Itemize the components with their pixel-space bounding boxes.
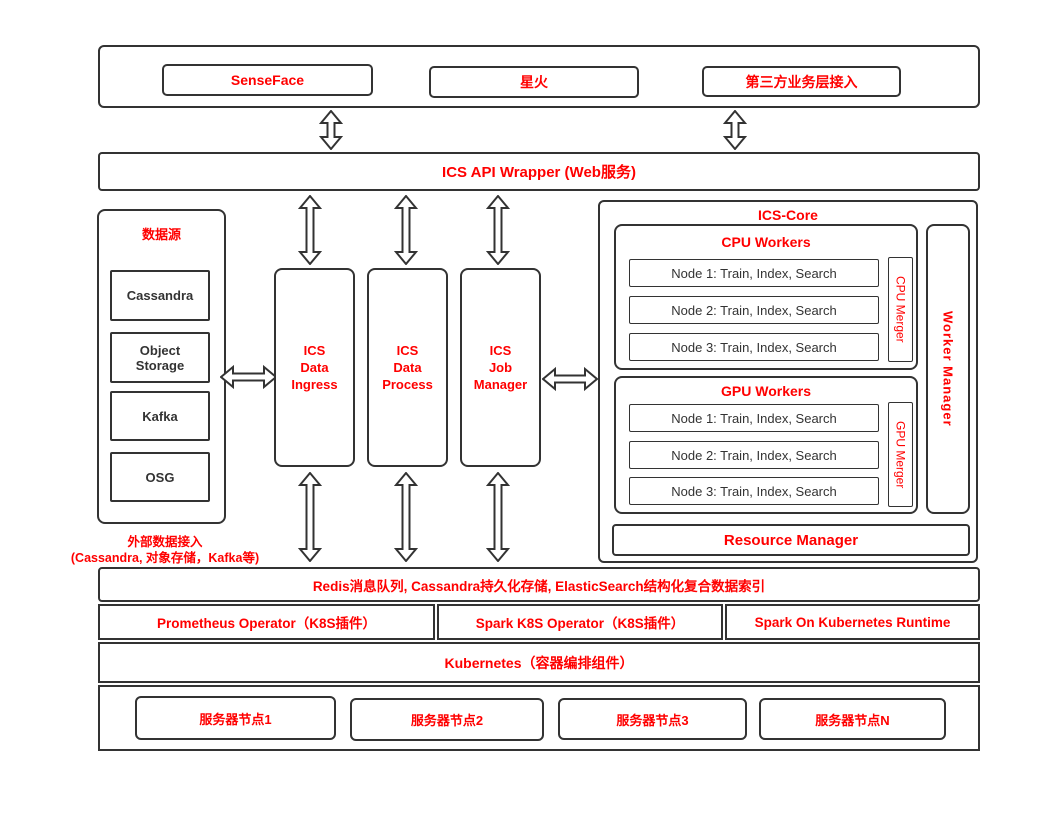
double-arrow-vertical-icon [723, 110, 747, 150]
pipeline-box-job-manager: ICS Job Manager [460, 268, 541, 467]
double-arrow-vertical-icon [486, 472, 510, 562]
cpu-merger-box: CPU Merger [888, 257, 913, 362]
resource-manager-box: Resource Manager [612, 524, 970, 556]
storage-bar: Redis消息队列, Cassandra持久化存储, ElasticSearch… [98, 567, 980, 602]
pipeline-box-data-ingress: ICS Data Ingress [274, 268, 355, 467]
cpu-workers-panel: CPU Workers Node 1: Train, Index, Search… [614, 224, 918, 370]
gpu-workers-title: GPU Workers [721, 383, 811, 399]
gpu-workers-panel: GPU Workers Node 1: Train, Index, Search… [614, 376, 918, 514]
plugin-box-prometheus-operator: Prometheus Operator（K8S插件） [98, 604, 435, 640]
kubernetes-bar: Kubernetes（容器编排组件） [98, 642, 980, 683]
worker-manager-box: Worker Manager [926, 224, 970, 514]
app-label: 第三方业务层接入 [745, 73, 858, 90]
data-sources-title: 数据源 [141, 226, 181, 242]
plugin-box-spark-operator: Spark K8S Operator（K8S插件） [437, 604, 723, 640]
external-data-note-line1: 外部数据接入 [127, 535, 203, 549]
api-wrapper-bar: ICS API Wrapper (Web服务) [98, 152, 980, 191]
external-data-note: 外部数据接入 (Cassandra, 对象存储，Kafka等) [40, 533, 290, 567]
cpu-node-row-1: Node 1: Train, Index, Search [629, 259, 879, 287]
plugin-box-spark-runtime: Spark On Kubernetes Runtime [725, 604, 980, 640]
cpu-workers-title: CPU Workers [721, 234, 811, 250]
double-arrow-vertical-icon [298, 195, 322, 265]
business-layer-container: SenseFace 星火 第三方业务层接入 [98, 45, 980, 108]
source-box-kafka: Kafka [110, 391, 210, 441]
double-arrow-horizontal-icon [542, 366, 598, 392]
source-box-object-storage: Object Storage [110, 332, 210, 383]
gpu-merger-box: GPU Merger [888, 402, 913, 507]
server-box-2: 服务器节点2 [350, 698, 544, 741]
source-box-cassandra: Cassandra [110, 270, 210, 321]
api-wrapper-label: ICS API Wrapper (Web服务) [442, 164, 636, 181]
app-label: SenseFace [230, 72, 305, 88]
external-data-note-line2: (Cassandra, 对象存储，Kafka等) [70, 551, 260, 565]
app-box-senseface: SenseFace [162, 64, 373, 96]
ics-core-title: ICS-Core [758, 207, 818, 223]
cpu-node-row-3: Node 3: Train, Index, Search [629, 333, 879, 361]
cpu-node-row-2: Node 2: Train, Index, Search [629, 296, 879, 324]
gpu-node-row-3: Node 3: Train, Index, Search [629, 477, 879, 505]
double-arrow-vertical-icon [394, 195, 418, 265]
source-box-osg: OSG [110, 452, 210, 502]
double-arrow-vertical-icon [319, 110, 343, 150]
server-box-1: 服务器节点1 [135, 696, 336, 740]
data-sources-panel: 数据源 Cassandra Object Storage Kafka OSG [97, 209, 226, 524]
app-box-xinghuo: 星火 [429, 66, 639, 98]
ics-core-panel: ICS-Core CPU Workers Node 1: Train, Inde… [598, 200, 978, 563]
pipeline-box-data-process: ICS Data Process [367, 268, 448, 467]
gpu-node-row-1: Node 1: Train, Index, Search [629, 404, 879, 432]
server-box-3: 服务器节点3 [558, 698, 747, 740]
app-box-third-party: 第三方业务层接入 [702, 66, 901, 97]
gpu-node-row-2: Node 2: Train, Index, Search [629, 441, 879, 469]
double-arrow-vertical-icon [486, 195, 510, 265]
double-arrow-vertical-icon [394, 472, 418, 562]
app-label: 星火 [520, 74, 548, 90]
servers-panel: 服务器节点1 服务器节点2 服务器节点3 服务器节点N [98, 685, 980, 751]
server-box-n: 服务器节点N [759, 698, 946, 740]
double-arrow-horizontal-icon [220, 364, 277, 390]
double-arrow-vertical-icon [298, 472, 322, 562]
